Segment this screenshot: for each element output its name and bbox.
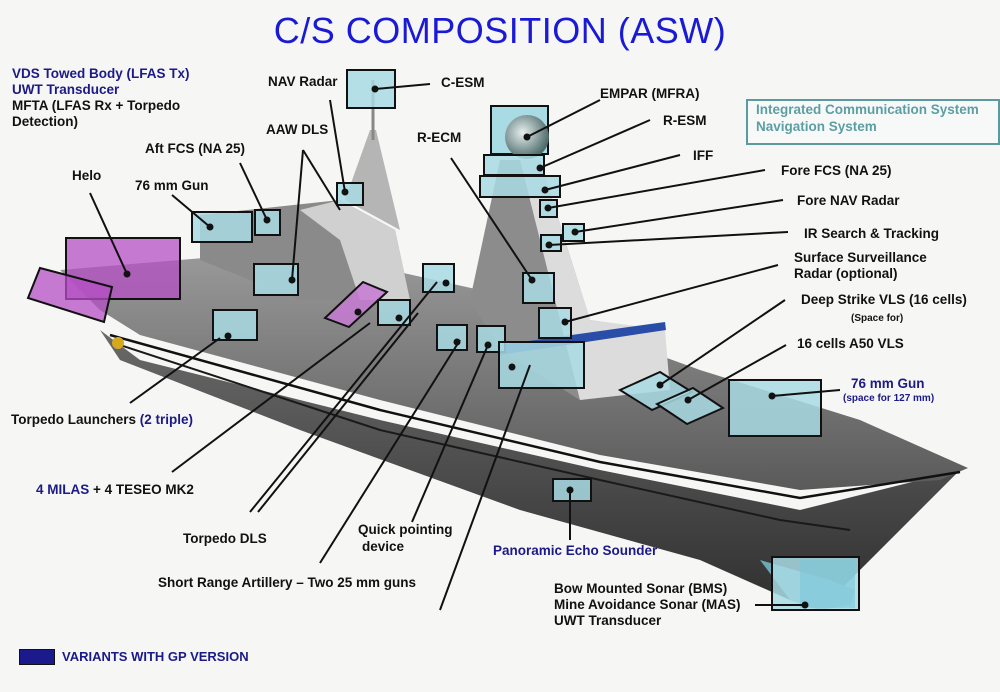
label-fore-fcs: Fore FCS (NA 25) (781, 163, 892, 178)
label-iff: IFF (693, 148, 714, 163)
label-short-range-artillery: Short Range Artillery – Two 25 mm guns (158, 575, 417, 590)
lower-hull (100, 330, 960, 610)
label-vds-towed-body: VDS Towed Body (LFAS Tx) (12, 66, 190, 81)
label-empar: EMPAR (MFRA) (600, 86, 700, 101)
c-esm-box (346, 69, 396, 109)
label-nav-radar: NAV Radar (268, 74, 338, 89)
r-ecm-box (522, 272, 555, 304)
propeller (112, 337, 124, 349)
a50-box (654, 386, 726, 426)
label-space-for-127mm: (space for 127 mm) (843, 393, 935, 404)
label-uwt-transducer-aft: UWT Transducer (12, 82, 120, 97)
legend-label: VARIANTS WITH GP VERSION (62, 649, 249, 664)
label-milas-teseo: 4 MILAS + 4 TESEO MK2 (36, 482, 194, 498)
label-mine-avoidance-sonar: Mine Avoidance Sonar (MAS) (554, 597, 741, 612)
label-aft-fcs: Aft FCS (NA 25) (145, 141, 245, 156)
teseo-text: + 4 TESEO MK2 (89, 482, 194, 497)
label-r-esm: R-ESM (663, 113, 707, 128)
quick-pointing-box (422, 263, 455, 293)
label-surface-surveillance-radar: Surface Surveillance (794, 250, 927, 265)
label-mfta-detection: Detection) (12, 114, 79, 129)
info-box: Integrated Communication System Navigati… (746, 99, 1000, 145)
label-quick-pointing: Quick pointing (358, 522, 453, 537)
label-76mm-gun-fore: 76 mm Gun (851, 376, 925, 391)
gun76-aft-box (191, 211, 253, 243)
label-deep-strike-space-for: (Space for) (851, 313, 904, 324)
label-a50-vls: 16 cells A50 VLS (797, 336, 904, 351)
iff-box (479, 175, 561, 198)
torpedo-launcher-box (212, 309, 258, 341)
label-r-ecm: R-ECM (417, 130, 462, 145)
variant-box-milas (323, 280, 389, 329)
label-torpedo-launchers: Torpedo Launchers (2 triple) (11, 412, 193, 428)
label-irst: IR Search & Tracking (804, 226, 940, 241)
label-helo: Helo (72, 168, 102, 183)
label-bow-mounted-sonar: Bow Mounted Sonar (BMS) (554, 581, 728, 596)
label-uwt-transducer-bow: UWT Transducer (554, 613, 662, 628)
legend-swatch (19, 649, 55, 665)
label-deep-strike-vls: Deep Strike VLS (16 cells) (801, 292, 967, 307)
r-esm-box (483, 154, 545, 176)
milas-variant: 4 MILAS (36, 482, 90, 497)
label-torpedo-dls: Torpedo DLS (183, 531, 267, 546)
label-ssr-optional: Radar (optional) (794, 266, 898, 281)
label-fore-nav-radar: Fore NAV Radar (797, 193, 900, 208)
label-c-esm: C-ESM (441, 75, 485, 90)
label-aaw-dls: AAW DLS (266, 122, 329, 137)
waterline (109, 333, 961, 500)
label-mfta: MFTA (LFAS Rx + Torpedo (12, 98, 181, 113)
nav-radar-box (336, 182, 364, 206)
helo-box-2 (26, 266, 114, 324)
gun76-fore-box (728, 379, 822, 437)
label-panoramic-echo-sounder: Panoramic Echo Sounder (493, 543, 658, 558)
label-76mm-gun-aft: 76 mm Gun (135, 178, 209, 193)
label-quick-pointing-device: device (362, 539, 405, 554)
torpedo-launchers-text: Torpedo Launchers (11, 412, 140, 427)
torpedo-launchers-variant: (2 triple) (139, 412, 194, 427)
info-line-communication: Integrated Communication System (756, 102, 979, 117)
short-range-box-1 (436, 324, 468, 351)
diagram-title: C/S COMPOSITION (ASW) (273, 10, 727, 51)
info-line-navigation: Navigation System (756, 119, 877, 134)
